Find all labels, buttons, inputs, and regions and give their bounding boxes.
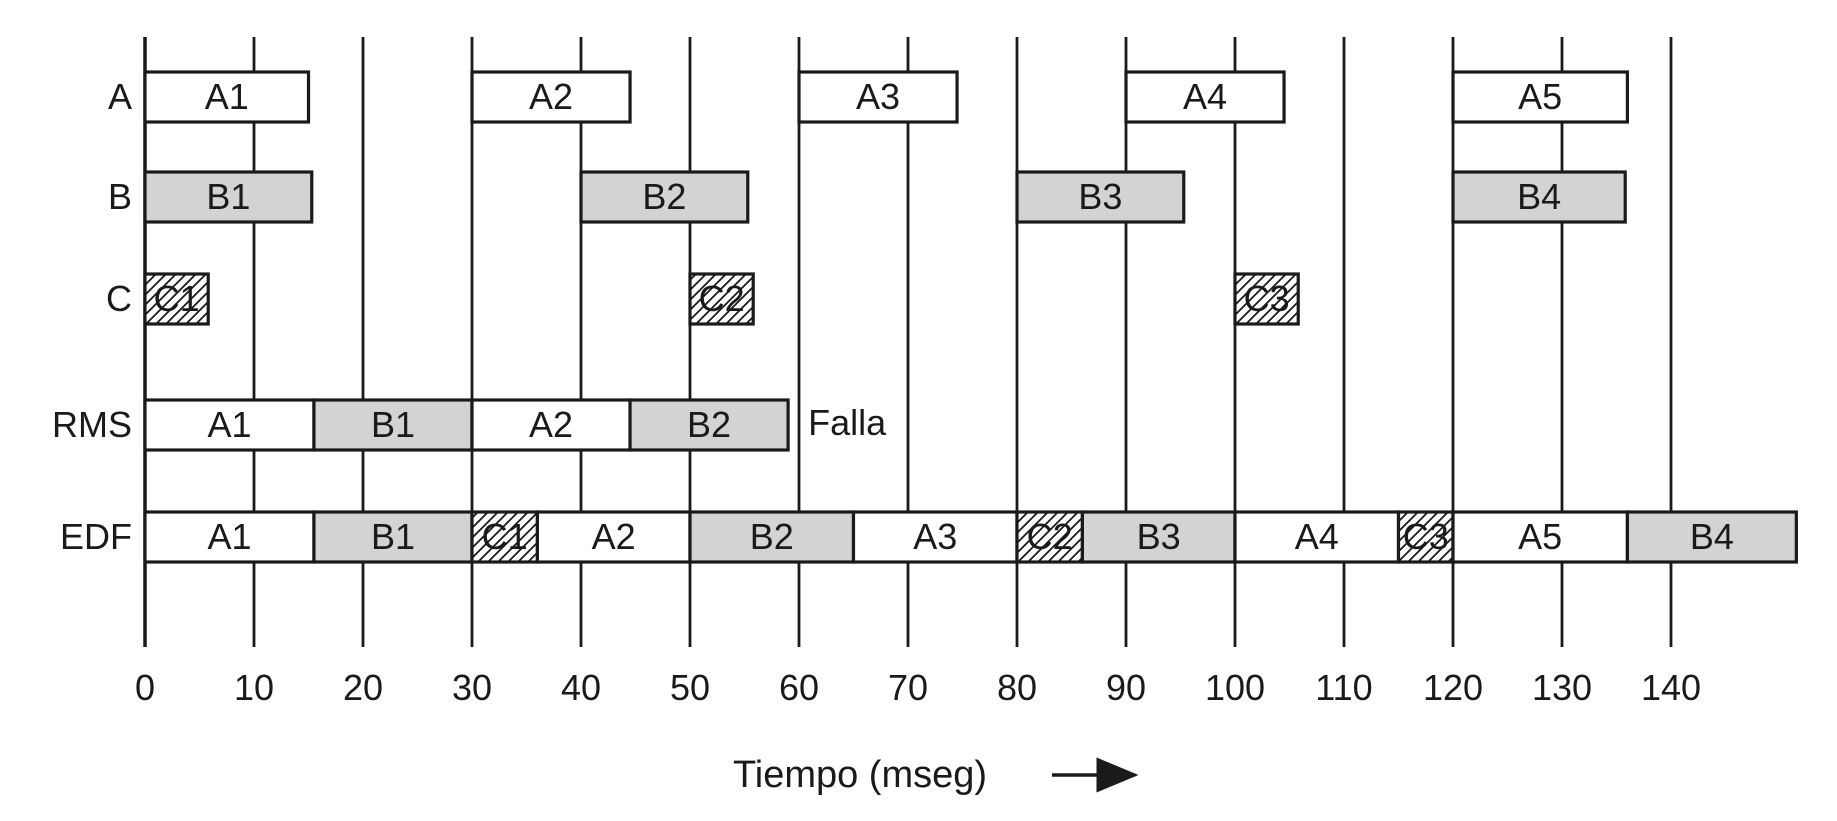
task-block-rms-b2: B2: [628, 398, 790, 452]
task-block-edf-a5: A5: [1451, 510, 1629, 564]
task-block-b-b4: B4: [1451, 170, 1627, 224]
task-block-edf-a2: A2: [535, 510, 692, 564]
notes: Falla: [808, 402, 887, 443]
task-block-label: B4: [1517, 176, 1561, 217]
task-block-label: A3: [913, 516, 957, 557]
task-block-a-a5: A5: [1451, 70, 1629, 124]
task-block-a-a4: A4: [1124, 70, 1286, 124]
task-block-edf-b2: B2: [688, 510, 856, 564]
row-label-a: A: [108, 76, 132, 117]
tick-label-50: 50: [670, 667, 710, 708]
task-block-edf-a1: A1: [143, 510, 316, 564]
task-block-label: C3: [1403, 516, 1449, 557]
task-block-edf-a3: A3: [851, 510, 1019, 564]
task-block-label: A4: [1295, 516, 1339, 557]
task-block-edf-b4: B4: [1625, 510, 1798, 564]
task-block-rms-b1: B1: [312, 398, 474, 452]
task-block-a-a3: A3: [797, 70, 959, 124]
tick-label-90: 90: [1106, 667, 1146, 708]
failure-note: Falla: [808, 402, 887, 443]
time-tick-labels: 0 10 20 30 40 50 60 70 80 90 100 110 120 130 140: [135, 667, 1701, 708]
task-block-b-b3: B3: [1015, 170, 1186, 224]
task-block-label: A1: [205, 76, 249, 117]
row-labels: A B C RMS EDF: [52, 76, 132, 557]
task-block-label: A2: [529, 76, 573, 117]
tick-label-110: 110: [1315, 667, 1372, 708]
task-block-label: B4: [1690, 516, 1734, 557]
time-axis-label-group: Tiempo (mseg): [733, 754, 1139, 796]
task-block-rms-a1: A1: [143, 398, 316, 452]
task-block-label: B2: [750, 516, 794, 557]
tick-label-20: 20: [343, 667, 383, 708]
task-block-b-b1: B1: [143, 170, 314, 224]
tick-label-0: 0: [135, 667, 155, 708]
task-block-label: B2: [687, 404, 731, 445]
row-label-rms: RMS: [52, 404, 132, 445]
task-block-label: B3: [1137, 516, 1181, 557]
task-block-label: A5: [1518, 76, 1562, 117]
task-block-edf-c3: C3: [1396, 510, 1455, 564]
tick-label-140: 140: [1641, 667, 1701, 708]
task-block-label: C3: [1244, 278, 1290, 319]
tick-label-10: 10: [234, 667, 274, 708]
task-block-edf-c2: C2: [1015, 510, 1085, 564]
task-block-label: A3: [856, 76, 900, 117]
task-block-label: B1: [206, 176, 250, 217]
task-block-label: A1: [207, 404, 251, 445]
task-block-label: B2: [642, 176, 686, 217]
row-label-c: C: [106, 278, 132, 319]
tick-label-40: 40: [561, 667, 601, 708]
tick-label-70: 70: [888, 667, 928, 708]
task-block-label: A2: [592, 516, 636, 557]
task-block-c-c2: C2: [688, 272, 755, 326]
task-block-edf-c1: C1: [470, 510, 540, 564]
task-block-label: B3: [1078, 176, 1122, 217]
tick-label-120: 120: [1423, 667, 1483, 708]
tick-label-60: 60: [779, 667, 819, 708]
task-block-c-c3: C3: [1233, 272, 1300, 326]
row-label-edf: EDF: [60, 516, 132, 557]
task-block-label: C2: [1027, 516, 1073, 557]
task-block-label: A4: [1183, 76, 1227, 117]
task-block-c-c1: C1: [143, 272, 210, 326]
task-block-edf-b1: B1: [312, 510, 474, 564]
task-block-label: A2: [529, 404, 573, 445]
task-block-label: B1: [371, 404, 415, 445]
task-block-a-a2: A2: [470, 70, 632, 124]
task-block-a-a1: A1: [143, 70, 311, 124]
task-block-label: C1: [482, 516, 528, 557]
tick-label-30: 30: [452, 667, 492, 708]
row-label-b: B: [108, 176, 132, 217]
tick-label-80: 80: [997, 667, 1037, 708]
tick-label-130: 130: [1532, 667, 1592, 708]
task-block-edf-a4: A4: [1233, 510, 1401, 564]
tick-label-100: 100: [1205, 667, 1265, 708]
task-block-edf-b3: B3: [1080, 510, 1237, 564]
task-block-label: A1: [207, 516, 251, 557]
task-block-b-b2: B2: [579, 170, 750, 224]
task-block-label: A5: [1518, 516, 1562, 557]
task-block-rms-a2: A2: [470, 398, 632, 452]
task-block-label: C1: [154, 278, 200, 319]
task-block-label: B1: [371, 516, 415, 557]
time-axis-label: Tiempo (mseg): [733, 754, 987, 796]
task-block-label: C2: [699, 278, 745, 319]
